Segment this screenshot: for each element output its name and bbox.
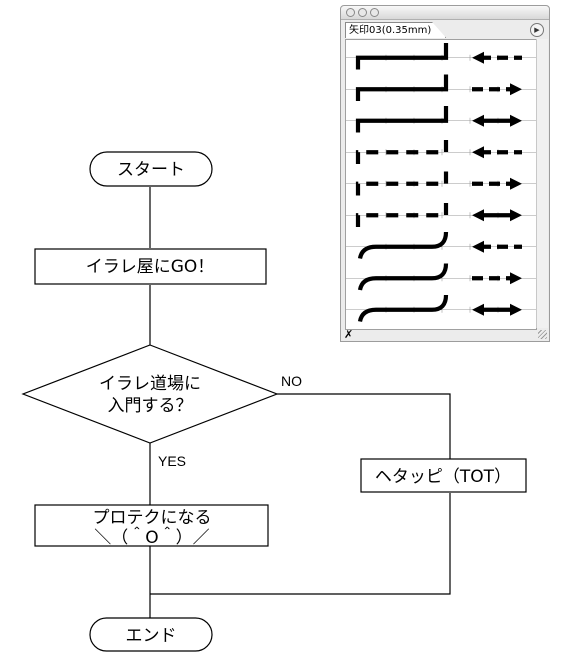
swatch-arrowhead-right: [510, 303, 522, 316]
end-terminator: [89, 617, 213, 652]
process-step1: [34, 248, 267, 285]
arrow-swatch[interactable]: [346, 294, 536, 322]
swatch-arrowhead-right: [510, 83, 522, 96]
swatch-connector-path: [355, 106, 449, 133]
arrow-swatch[interactable]: [346, 74, 536, 102]
swatch-connector-path: [355, 169, 449, 196]
no-label: NO: [281, 373, 302, 389]
swatch-arrowhead-left: [472, 209, 484, 222]
arrow-swatch[interactable]: [346, 169, 536, 196]
swatch-connector-path: [355, 200, 449, 227]
swatch-arrowhead-left: [472, 240, 484, 253]
palette-tab-row: 矢印03(0.35mm) ▶: [341, 20, 549, 38]
arrow-swatch[interactable]: [346, 200, 536, 228]
swatch-connector-path: [357, 231, 449, 259]
swatch-connector-path: [355, 43, 449, 70]
start-label: スタート: [117, 160, 185, 180]
palette-titlebar[interactable]: [341, 6, 549, 20]
end-label: エンド: [126, 626, 177, 646]
swatch-arrowhead-right: [510, 209, 522, 222]
arrow-style-palette[interactable]: 矢印03(0.35mm) ▶ ✗: [340, 5, 550, 342]
resize-grip-icon[interactable]: [538, 330, 547, 339]
swatch-arrowhead-right: [510, 114, 522, 127]
swatch-arrowhead-left: [472, 114, 484, 127]
swatch-list: [346, 43, 536, 322]
start-terminator: [89, 151, 213, 187]
swatch-connector-path: [357, 294, 449, 322]
triangle-right-icon[interactable]: ▶: [530, 23, 544, 37]
swatch-connector-path: [357, 263, 449, 291]
connector-no-merge: [150, 493, 451, 595]
swatch-arrowhead-left: [472, 146, 484, 159]
delete-brush-icon[interactable]: ✗: [344, 328, 354, 341]
process-no: [360, 458, 527, 493]
decision-label-line1: イラレ道場に: [99, 374, 201, 394]
swatch-arrowhead-left: [472, 51, 484, 64]
palette-tab[interactable]: 矢印03(0.35mm): [345, 22, 447, 38]
swatch-connector-path: [355, 137, 449, 164]
palette-bottom-bar: ✗: [341, 328, 549, 341]
arrow-swatch[interactable]: [346, 106, 536, 133]
connector-decision-no: [277, 393, 451, 459]
swatch-arrowhead-right: [510, 272, 522, 285]
arrow-swatch[interactable]: [346, 43, 536, 70]
yes-step-label-line2: ＼（＾O＾）／: [94, 526, 209, 548]
connectors: [149, 187, 451, 618]
decision-diamond: [21, 344, 279, 444]
step1-label: イラレ屋にGO！: [86, 257, 215, 277]
swatch-arrowhead-left: [472, 303, 484, 316]
swatch-connector-path: [355, 74, 449, 101]
zoom-window-icon[interactable]: [370, 8, 379, 17]
palette-scrollbar[interactable]: [536, 39, 548, 328]
arrow-swatch[interactable]: [346, 137, 536, 165]
process-yes: [34, 504, 269, 547]
decision-label-line2: 入門する？: [108, 396, 193, 416]
no-step-label: ヘタッピ（TOT）: [375, 467, 511, 487]
swatch-arrowhead-right: [510, 177, 522, 190]
arrow-swatch[interactable]: [346, 231, 536, 259]
arrow-swatch[interactable]: [346, 263, 536, 291]
yes-label: YES: [158, 453, 186, 469]
close-window-icon[interactable]: [346, 8, 355, 17]
minimize-window-icon[interactable]: [358, 8, 367, 17]
yes-step-label-line1: プロテクになる: [93, 508, 212, 528]
swatch-grid: [345, 39, 537, 330]
